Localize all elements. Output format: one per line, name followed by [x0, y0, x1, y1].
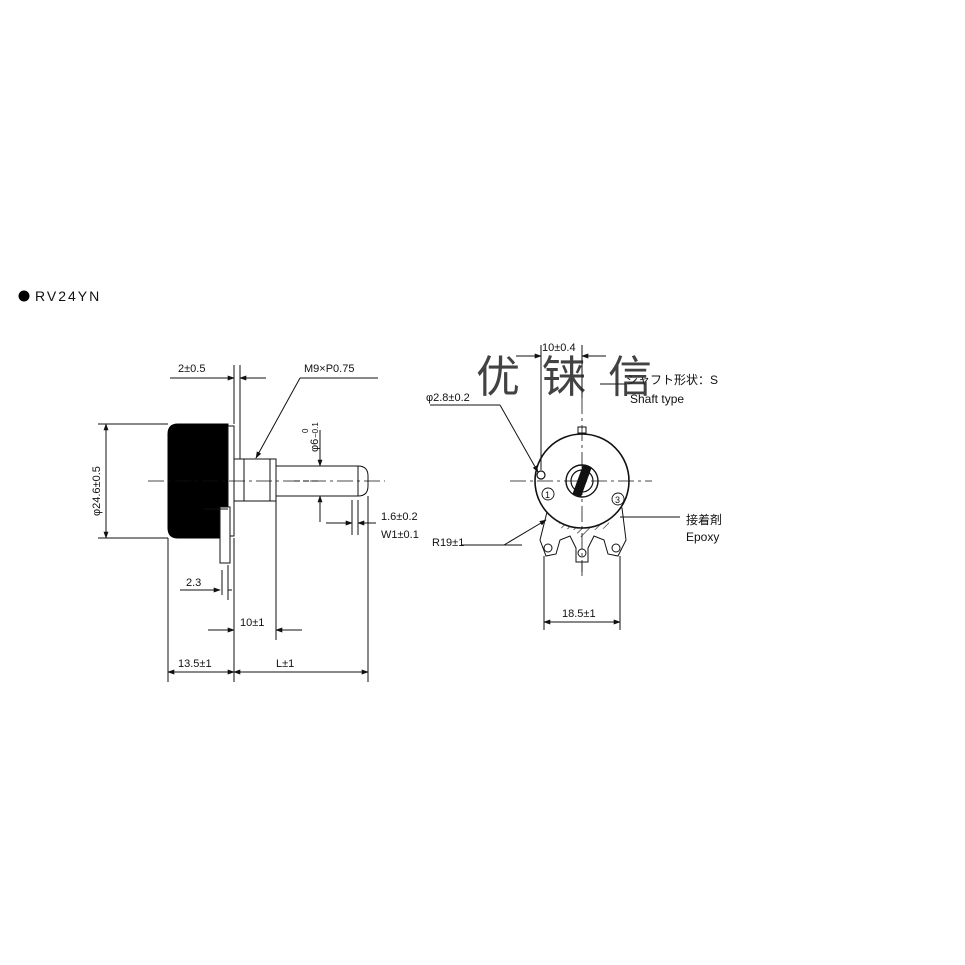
dim-thread: M9×P0.75 [304, 363, 354, 375]
dim-shaft-len: L±1 [276, 658, 294, 670]
terminal-1-label: 1 [545, 490, 550, 500]
terminal-3-label: 3 [615, 495, 620, 505]
dim-shaft-dia: φ6 [309, 439, 321, 452]
dim-top: 10±0.4 [542, 342, 576, 354]
dim-terminal: 2.3 [186, 577, 201, 589]
front-view [430, 345, 680, 630]
terminal-3-badge [611, 492, 625, 506]
dim-shaft-spacer: 2±0.5 [178, 363, 205, 375]
dim-shaft-dia-tol-bot: −0.1 [311, 422, 320, 438]
watermark-text: 优 铼 信 [476, 352, 656, 403]
adhesive-jp: 接着剤 [686, 512, 722, 527]
dim-shaft-dia-tol-top: 0 [301, 428, 310, 433]
locating-hole [536, 470, 546, 480]
threaded-bushing [233, 458, 277, 502]
dim-slot-depth: 1.6±0.2 [381, 511, 418, 523]
dim-hole: φ2.8±0.2 [426, 392, 470, 404]
dim-terminal-span: 18.5±1 [562, 608, 596, 620]
side-view [98, 365, 385, 682]
dim-radius: R19±1 [432, 537, 464, 549]
terminal-1-badge [541, 487, 555, 501]
model-title: RV24YN [35, 288, 101, 304]
dim-body-dia: φ24.6±0.5 [91, 466, 103, 516]
shaft-type-en: Shaft type [630, 392, 684, 406]
shaft-type-jp: シャフト形状：S [626, 373, 718, 387]
adhesive-en: Epoxy [686, 530, 719, 544]
terminal-lug [219, 506, 231, 564]
dim-body-len: 13.5±1 [178, 658, 212, 670]
bullet-icon [18, 290, 30, 302]
dim-slot-width: W1±0.1 [381, 529, 419, 541]
dim-bushing: 10±1 [240, 617, 264, 629]
